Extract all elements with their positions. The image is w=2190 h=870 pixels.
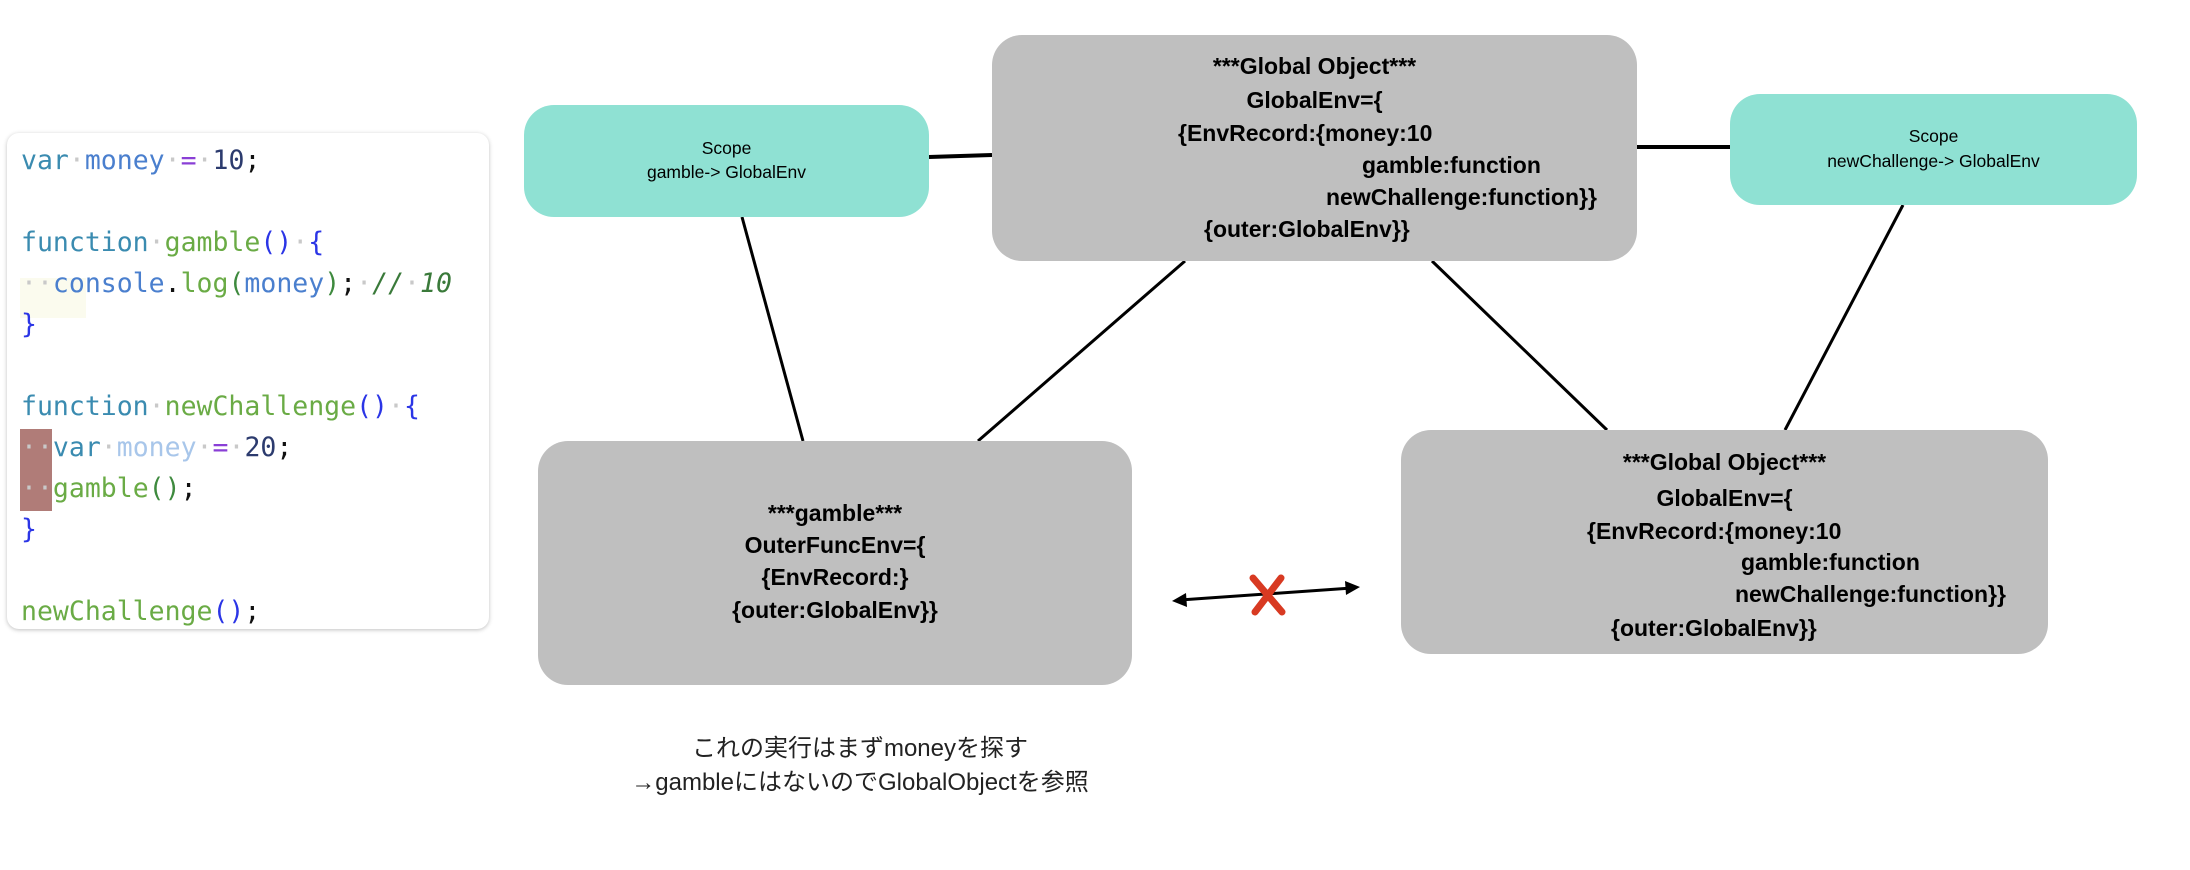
scope-text: gamble-> GlobalEnv <box>646 162 807 182</box>
code-token: var <box>21 145 69 176</box>
code-token: 20 <box>244 432 277 463</box>
whitespace-marker: · <box>196 145 213 176</box>
code-token: ; <box>276 432 293 463</box>
code-line: function·newChallenge()·{ <box>21 387 420 427</box>
outer-line: {outer:GlobalEnv}} <box>1611 615 1817 641</box>
code-token: . <box>164 268 181 299</box>
whitespace-marker: · <box>148 227 165 258</box>
connector-scope-newchallenge-global <box>1783 204 1905 431</box>
code-token: 10 <box>212 145 245 176</box>
whitespace-marker: ·· <box>21 473 53 504</box>
env-line: GlobalEnv={ <box>1246 87 1383 113</box>
connector-scope-gamble-global <box>928 153 993 159</box>
env-line: GlobalEnv={ <box>1656 485 1793 511</box>
code-token: ) <box>324 268 341 299</box>
whitespace-marker: ·· <box>21 268 53 299</box>
code-token: ; <box>340 268 357 299</box>
code-line: } <box>21 305 37 345</box>
record-line: {EnvRecord:{money:10 <box>1178 120 1433 146</box>
code-token: } <box>21 514 37 545</box>
indent-highlight <box>20 429 52 511</box>
code-token: gamble <box>52 473 149 504</box>
whitespace-marker: ·· <box>21 432 53 463</box>
box-title: ***Global Object*** <box>1212 53 1417 79</box>
newchallenge-line: newChallenge:function}} <box>1326 184 1597 210</box>
code-token: log <box>180 268 229 299</box>
scope-text: newChallenge-> GlobalEnv <box>1827 151 2040 171</box>
outer-line: {outer:GlobalEnv}} <box>732 597 938 623</box>
gamble-line: gamble:function <box>1362 152 1541 178</box>
code-token: function <box>21 227 149 258</box>
code-token: money <box>84 145 165 176</box>
code-token: { <box>403 391 420 422</box>
code-token: money <box>244 268 325 299</box>
code-token: () <box>212 596 245 627</box>
code-token: money <box>116 432 197 463</box>
code-token: = <box>212 432 229 463</box>
gamble-env-box: ***gamble*** OuterFuncEnv={ {EnvRecord:}… <box>538 441 1132 685</box>
code-token: } <box>21 309 37 340</box>
global-object-bottom-box: ***Global Object*** GlobalEnv={ {EnvReco… <box>1401 430 2048 654</box>
code-token: gamble <box>164 227 261 258</box>
whitespace-marker: · <box>356 268 373 299</box>
code-token: var <box>52 432 101 463</box>
code-token: ( <box>228 268 245 299</box>
code-token: newChallenge <box>164 391 357 422</box>
scope-gamble-box: Scope gamble-> GlobalEnv <box>524 105 929 217</box>
whitespace-marker: · <box>196 432 213 463</box>
whitespace-marker: · <box>404 268 420 299</box>
code-token: { <box>308 227 325 258</box>
code-line: ··console.log(money);·//·10 <box>21 264 452 304</box>
global-object-top-box: ***Global Object*** GlobalEnv={ {EnvReco… <box>992 35 1637 261</box>
whitespace-marker: · <box>164 145 181 176</box>
outer-line: {outer:GlobalEnv}} <box>1204 216 1410 242</box>
connector-scope-gamble-env <box>740 216 805 442</box>
code-line: } <box>21 510 37 550</box>
code-token: newChallenge <box>21 596 213 627</box>
box-title: ***gamble*** <box>767 500 903 526</box>
indent-guide <box>20 278 86 318</box>
scope-title: Scope <box>1908 126 1959 146</box>
code-token: // <box>372 268 405 299</box>
record-line: {EnvRecord:{money:10 <box>1587 518 1842 544</box>
code-token: () <box>356 391 388 422</box>
caption-line-1: これの実行はまずmoneyを探す <box>691 735 1029 762</box>
code-token: function <box>21 391 149 422</box>
newchallenge-line: newChallenge:function}} <box>1735 581 2006 607</box>
whitespace-marker: · <box>292 227 309 258</box>
gamble-line: gamble:function <box>1741 549 1920 575</box>
code-token: ; <box>244 145 261 176</box>
code-line: ··gamble(); <box>21 469 197 509</box>
scope-title: Scope <box>701 138 752 158</box>
red-x-icon <box>1249 574 1286 616</box>
env-line: OuterFuncEnv={ <box>744 532 926 558</box>
whitespace-marker: · <box>228 432 245 463</box>
connector-global-gamble-env <box>977 259 1186 443</box>
code-token: () <box>260 227 293 258</box>
whitespace-marker: · <box>148 391 165 422</box>
whitespace-marker: · <box>68 145 85 176</box>
code-line: function·gamble()·{ <box>21 223 324 263</box>
connector-global-global <box>1430 259 1609 432</box>
scope-newchallenge-box: Scope newChallenge-> GlobalEnv <box>1730 94 2137 205</box>
caption-line-2: →gambleにはないのでGlobalObjectを参照 <box>631 769 1089 796</box>
record-line: {EnvRecord:} <box>761 564 909 590</box>
code-token: ; <box>180 473 197 504</box>
code-token: () <box>148 473 181 504</box>
whitespace-marker: · <box>387 391 404 422</box>
box-title: ***Global Object*** <box>1622 449 1827 475</box>
code-line: var·money·=·10; <box>21 141 260 181</box>
code-line: newChallenge(); <box>21 592 260 629</box>
code-panel: var·money·=·10;function·gamble()·{··cons… <box>7 133 489 629</box>
code-token: 10 <box>420 268 452 299</box>
code-token: ; <box>244 596 261 627</box>
code-line: ··var·money·=·20; <box>21 428 292 468</box>
whitespace-marker: · <box>100 432 117 463</box>
code-token: console <box>52 268 165 299</box>
code-token: = <box>180 145 197 176</box>
